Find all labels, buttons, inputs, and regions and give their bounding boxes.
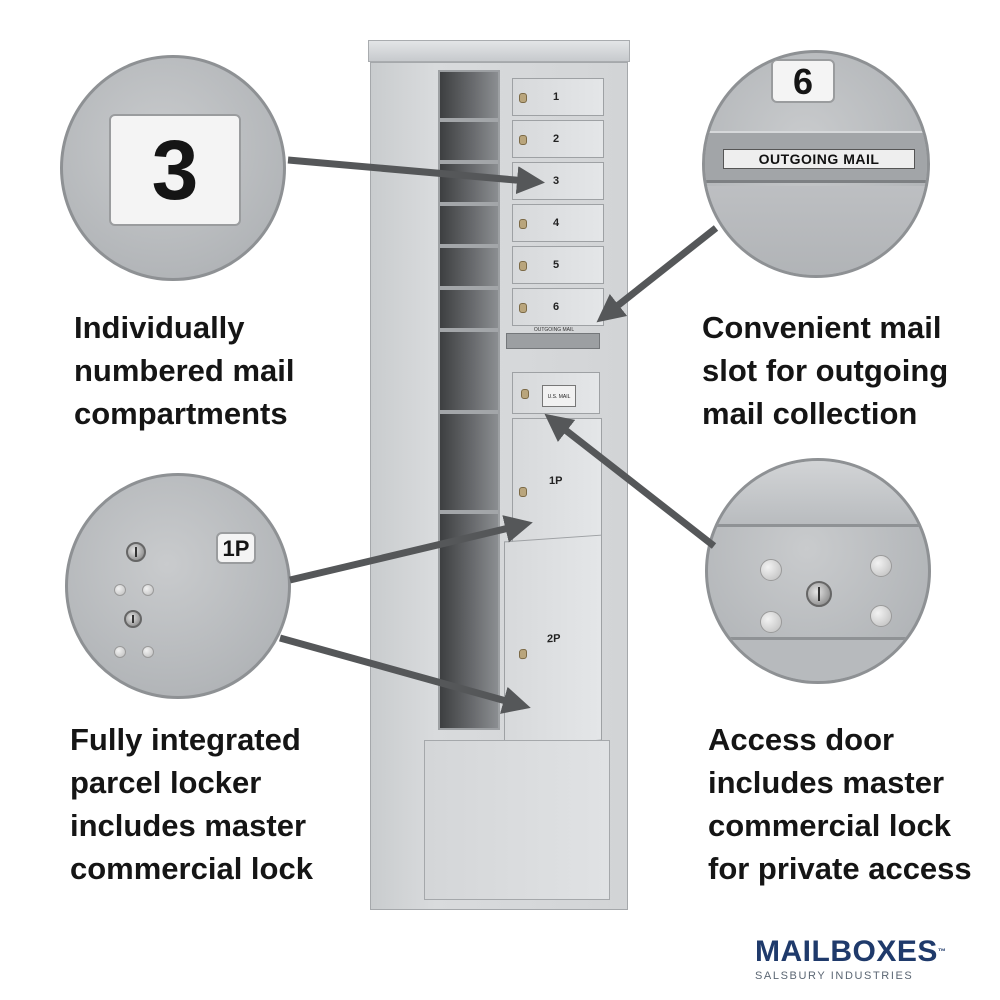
door-number: 1 — [553, 91, 560, 103]
compartment-door-5[interactable]: 5 — [512, 246, 604, 284]
compartment-door-6[interactable]: 6 — [512, 288, 604, 326]
outgoing-slot-zoom: 6 OUTGOING MAIL — [702, 50, 930, 278]
lock-icon — [519, 93, 527, 103]
door-frame-bottom — [708, 637, 928, 681]
caption-access-door: Access door includes master commercial l… — [708, 722, 972, 886]
brand-logo: MAILBOXES™ SALSBURY INDUSTRIES — [755, 935, 985, 983]
compartment-number-plate: 3 — [109, 114, 241, 226]
shelf — [440, 118, 498, 122]
rivet-icon — [870, 555, 892, 577]
compartment-door-2[interactable]: 2 — [512, 120, 604, 158]
compartment-number-zoom: 3 — [60, 55, 286, 281]
shelf — [440, 510, 498, 514]
brand-tagline: SALSBURY INDUSTRIES — [755, 970, 914, 982]
rivet-icon — [114, 584, 126, 596]
lock-icon — [126, 542, 146, 562]
unit-base — [424, 740, 610, 900]
shelf — [440, 202, 498, 206]
rivet-icon — [760, 611, 782, 633]
compartment-door-4[interactable]: 4 — [512, 204, 604, 242]
rivet-icon — [114, 646, 126, 658]
compartment-door-3[interactable]: 3 — [512, 162, 604, 200]
rivet-icon — [760, 559, 782, 581]
door-frame — [708, 461, 928, 527]
trademark-symbol: ™ — [937, 947, 947, 956]
outgoing-mail-mini-label: OUTGOING MAIL — [533, 327, 575, 333]
us-mail-plate: U.S. MAIL — [542, 385, 576, 407]
parcel-number: 2P — [547, 632, 561, 646]
parcel-number: 1P — [549, 475, 563, 487]
master-lock-icon — [521, 389, 529, 399]
parcel-locker-door-1[interactable]: 1P — [512, 418, 602, 548]
shelf — [440, 244, 498, 248]
lock-icon — [519, 261, 527, 271]
door-number: 4 — [553, 217, 560, 229]
parcel-number-plate: 1P — [216, 532, 256, 564]
lock-icon — [519, 648, 527, 660]
parcel-locker-zoom: 1P — [65, 473, 291, 699]
access-door-zoom — [705, 458, 931, 684]
shelf — [440, 328, 498, 332]
caption-numbered-compartments: Individually numbered mail compartments — [74, 310, 295, 431]
lock-icon — [519, 487, 527, 497]
lock-icon — [519, 303, 527, 313]
lock-icon — [519, 135, 527, 145]
door-number: 2 — [553, 133, 560, 145]
lock-icon — [124, 610, 142, 628]
outgoing-mail-label: OUTGOING MAIL — [723, 149, 915, 169]
rivet-icon — [870, 605, 892, 627]
caption-outgoing-slot: Convenient mail slot for outgoing mail c… — [702, 310, 949, 431]
slot-panel — [705, 186, 927, 275]
rivet-icon — [142, 584, 154, 596]
door-number: 5 — [553, 259, 560, 271]
lock-icon — [519, 219, 527, 229]
compartment-door-1[interactable]: 1 — [512, 78, 604, 116]
mailbox-unit: 1 2 3 4 5 6 OUTGOING MAIL U.S. MAIL 1P 2… — [366, 40, 632, 910]
door-number: 3 — [553, 175, 560, 187]
caption-parcel-locker: Fully integrated parcel locker includes … — [70, 722, 313, 886]
shelf — [440, 160, 498, 164]
rivet-icon — [142, 646, 154, 658]
outgoing-mail-slot[interactable] — [506, 333, 600, 349]
parcel-locker-door-2[interactable]: 2P — [504, 534, 602, 748]
compartment-number-plate-6: 6 — [771, 59, 835, 103]
lock-icon — [519, 177, 527, 187]
unit-cap — [368, 40, 630, 62]
door-number: 6 — [553, 301, 560, 313]
shelf — [440, 286, 498, 290]
master-lock-icon — [806, 581, 832, 607]
shelf — [440, 410, 498, 414]
open-interior — [438, 70, 500, 730]
brand-name: MAILBOXES™ — [755, 935, 947, 968]
